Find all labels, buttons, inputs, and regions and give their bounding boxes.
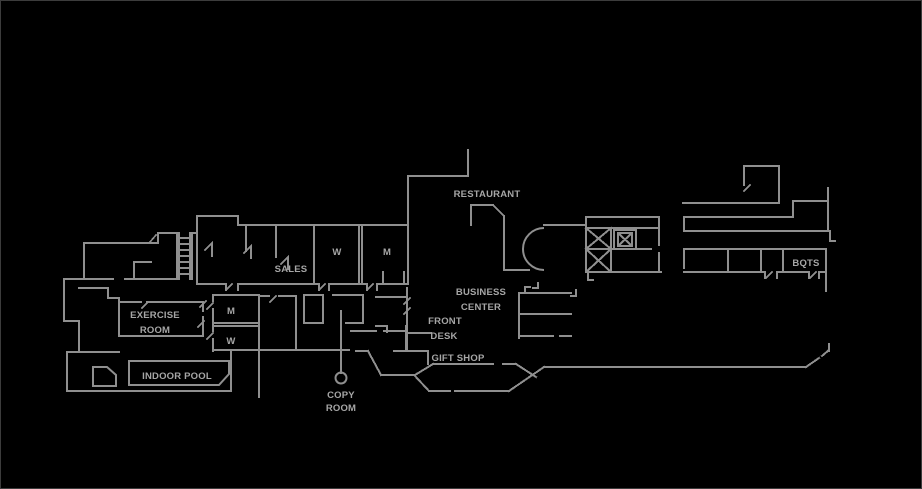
room-label-sales: SALES <box>275 264 308 275</box>
room-label-copy-line2: ROOM <box>326 403 356 414</box>
wall-segment <box>584 226 613 251</box>
room-label-business-line2: CENTER <box>461 302 501 313</box>
door-mark <box>196 319 206 329</box>
room-label-indoor-pool: INDOOR POOL <box>142 371 212 382</box>
door-mark <box>198 299 208 309</box>
door-mark <box>224 282 234 292</box>
door-mark <box>140 300 150 310</box>
copy-room-symbol <box>334 371 348 385</box>
door-mark <box>365 282 375 292</box>
door-marks-group <box>140 183 818 341</box>
entry-arc <box>522 227 545 271</box>
door-mark <box>587 272 594 281</box>
room-label-frontdesk-line2: DESK <box>430 331 457 342</box>
wall-segment <box>804 356 821 369</box>
wall-segment <box>413 374 431 393</box>
room-label-men-mid: M <box>227 306 235 317</box>
door-mark <box>317 282 327 292</box>
room-label-copy-line1: COPY <box>327 390 355 401</box>
door-mark <box>205 301 215 311</box>
door-mark <box>808 270 818 280</box>
special-shapes-group <box>92 227 545 387</box>
wall-segment <box>491 203 506 218</box>
room-label-business-line1: BUSINESS <box>456 287 506 298</box>
door-mark <box>570 289 577 297</box>
wall-segment <box>413 362 435 377</box>
room-labels-group: RESTAURANT SALES W M EXERCISE ROOM M W INDOOR PO… <box>130 189 819 414</box>
door-mark <box>402 296 412 306</box>
indoor-pool-outline <box>128 360 230 386</box>
door-mark <box>742 183 752 193</box>
hot-tub-outline <box>92 366 117 387</box>
room-label-gift-shop: GIFT SHOP <box>432 353 485 364</box>
door-mark <box>524 286 531 294</box>
wall-segment <box>616 231 634 248</box>
room-label-women-mid: W <box>226 336 235 347</box>
door-mark <box>242 244 252 259</box>
door-mark <box>764 270 774 280</box>
door-mark <box>203 241 213 257</box>
door-mark <box>532 282 539 289</box>
door-mark <box>148 233 158 244</box>
wall-segment <box>584 247 613 274</box>
wall-segment <box>366 349 383 377</box>
door-mark <box>268 294 278 304</box>
door-mark <box>279 255 289 270</box>
room-label-bqts: BQTS <box>792 258 819 269</box>
walls-group <box>63 149 836 398</box>
wall-segment <box>820 348 831 358</box>
room-label-restaurant: RESTAURANT <box>454 189 521 200</box>
door-mark <box>402 306 412 316</box>
room-label-frontdesk-line1: FRONT <box>428 316 462 327</box>
door-mark <box>205 331 215 341</box>
room-label-exercise-line1: EXERCISE <box>130 310 180 321</box>
room-label-exercise-line2: ROOM <box>140 325 170 336</box>
room-label-men-upper: M <box>383 247 391 258</box>
wall-segment <box>507 365 546 393</box>
room-label-women-upper: W <box>332 247 341 258</box>
